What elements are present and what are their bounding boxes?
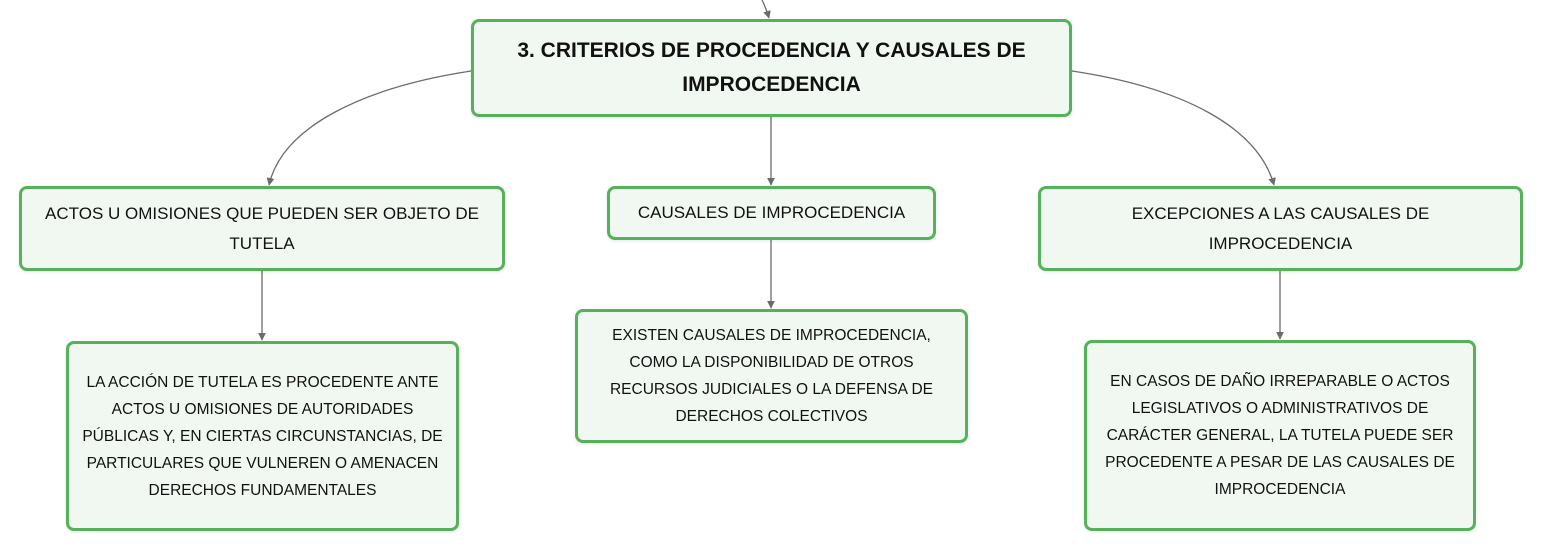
branch-title: EXCEPCIONES A LAS CAUSALES DE IMPROCEDEN… bbox=[1131, 203, 1430, 253]
branch-title: ACTOS U OMISIONES QUE PUEDEN SER OBJETO … bbox=[45, 203, 479, 253]
detail-node-excepciones[interactable]: EN CASOS DE DAÑO IRREPARABLE O ACTOS LEG… bbox=[1084, 340, 1476, 531]
detail-text: EN CASOS DE DAÑO IRREPARABLE O ACTOS LEG… bbox=[1105, 373, 1455, 498]
detail-text: EXISTEN CAUSALES DE IMPROCEDENCIA, COMO … bbox=[609, 327, 933, 425]
branch-node-excepciones[interactable]: EXCEPCIONES A LAS CAUSALES DE IMPROCEDEN… bbox=[1038, 186, 1523, 271]
detail-node-actos-omisiones[interactable]: LA ACCIÓN DE TUTELA ES PROCEDENTE ANTE A… bbox=[66, 341, 459, 531]
branch-title: CAUSALES DE IMPROCEDENCIA bbox=[637, 203, 906, 222]
connector-parent-to-root bbox=[761, 0, 771, 19]
branch-node-causales-improcedencia[interactable]: CAUSALES DE IMPROCEDENCIA bbox=[607, 186, 936, 240]
detail-node-causales-improcedencia[interactable]: EXISTEN CAUSALES DE IMPROCEDENCIA, COMO … bbox=[575, 309, 968, 443]
connector-root-to-branch-1 bbox=[266, 70, 472, 186]
detail-text: LA ACCIÓN DE TUTELA ES PROCEDENTE ANTE A… bbox=[82, 373, 443, 499]
connector-root-to-branch-3 bbox=[1071, 70, 1276, 186]
root-topic-node[interactable]: 3. CRITERIOS DE PROCEDENCIA Y CAUSALES D… bbox=[471, 19, 1072, 117]
branch-node-actos-omisiones[interactable]: ACTOS U OMISIONES QUE PUEDEN SER OBJETO … bbox=[19, 186, 505, 271]
root-topic-text: 3. CRITERIOS DE PROCEDENCIA Y CAUSALES D… bbox=[517, 39, 1026, 96]
